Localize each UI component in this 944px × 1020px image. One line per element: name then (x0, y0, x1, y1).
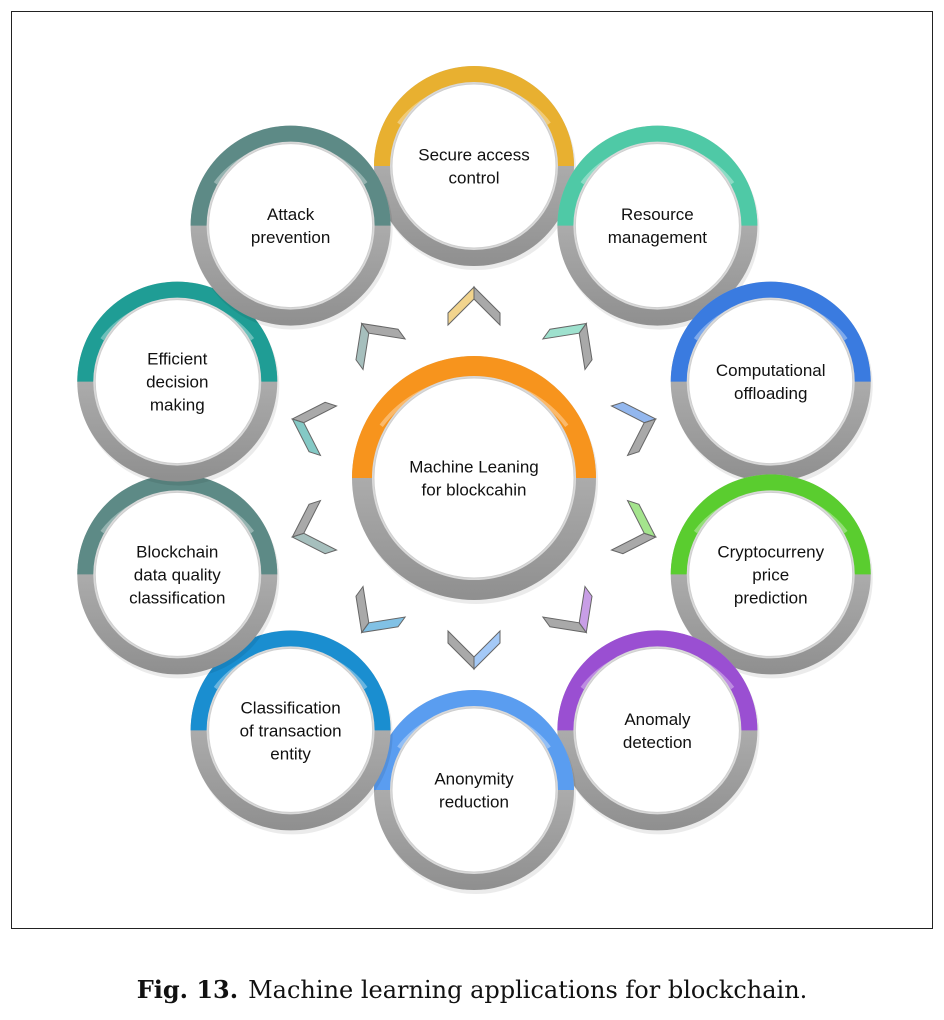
node-anomaly-detection-label-line: detection (623, 733, 692, 752)
caption-text: Machine learning applications for blockc… (248, 976, 808, 1004)
chevron-arrow-icon (355, 322, 407, 371)
node-anomaly-detection: Anomaly detection (557, 630, 760, 835)
caption-label: Fig. 13. (136, 975, 239, 1004)
node-blockchain-data-quality-classification-label-line: data quality (134, 565, 221, 584)
node-classification-of-transaction-entity-label-line: of transaction (240, 721, 342, 740)
chevron-arrow-icon (355, 585, 407, 634)
node-secure-access-control-label-line: Secure access (418, 146, 530, 165)
center-node-ring: Machine Leaning for blockcahin (352, 356, 598, 604)
node-cryptocurreny-price-prediction: Cryptocurreny price prediction (670, 474, 873, 679)
node-cryptocurreny-price-prediction-label-line: Cryptocurreny (717, 542, 824, 561)
node-anonymity-reduction-label-line: reduction (439, 793, 509, 812)
node-attack-prevention: Attack prevention (190, 125, 393, 330)
center-node: Machine Leaning for blockcahin (352, 356, 598, 604)
chevron-arrow-icon (610, 499, 657, 555)
node-attack-prevention-label-line: Attack (267, 205, 315, 224)
chevron-arrow-icon (541, 322, 593, 371)
figure-caption: Fig. 13. Machine learning applications fo… (0, 975, 944, 1004)
node-anonymity-reduction-label-line: Anonymity (434, 770, 514, 789)
chevron-arrow-icon (291, 499, 338, 555)
center-node-ring-label-line: Machine Leaning (409, 458, 538, 477)
node-efficient-decision-making-label-line: making (150, 396, 205, 415)
node-cryptocurreny-price-prediction-label-line: price (752, 565, 789, 584)
node-blockchain-data-quality-classification: Blockchain data quality classification (77, 474, 280, 679)
chevron-arrow-icon (291, 401, 338, 457)
node-computational-offloading: Computational offloading (670, 281, 873, 486)
node-secure-access-control: Secure access control (374, 66, 576, 270)
node-anomaly-detection-label-line: Anomaly (624, 710, 691, 729)
node-attack-prevention-label-line: prevention (251, 228, 330, 247)
node-resource-management: Resource management (557, 125, 760, 330)
node-blockchain-data-quality-classification-label-line: classification (129, 588, 225, 607)
node-classification-of-transaction-entity: Classification of transaction entity (190, 630, 393, 835)
arrows-layer (291, 285, 657, 671)
center-node-ring-label-line: for blockcahin (422, 481, 527, 500)
chevron-arrow-icon (610, 401, 657, 457)
node-cryptocurreny-price-prediction-label-line: prediction (734, 588, 808, 607)
node-efficient-decision-making: Efficient decision making (77, 281, 280, 486)
node-efficient-decision-making-label-line: Efficient (147, 350, 207, 369)
chevron-arrow-icon (541, 585, 593, 634)
node-classification-of-transaction-entity-label-line: Classification (241, 698, 341, 717)
node-computational-offloading-label-line: offloading (734, 384, 807, 403)
node-efficient-decision-making-label-line: decision (146, 373, 208, 392)
node-anonymity-reduction: Anonymity reduction (374, 690, 576, 894)
chevron-arrow-icon (447, 629, 501, 671)
chevron-arrow-icon (447, 285, 501, 327)
node-classification-of-transaction-entity-label-line: entity (270, 744, 311, 763)
node-secure-access-control-label-line: control (448, 169, 499, 188)
node-computational-offloading-label-line: Computational (716, 361, 826, 380)
node-blockchain-data-quality-classification-label-line: Blockchain (136, 542, 218, 561)
node-resource-management-label-line: Resource (621, 205, 694, 224)
node-resource-management-label-line: management (608, 228, 708, 247)
